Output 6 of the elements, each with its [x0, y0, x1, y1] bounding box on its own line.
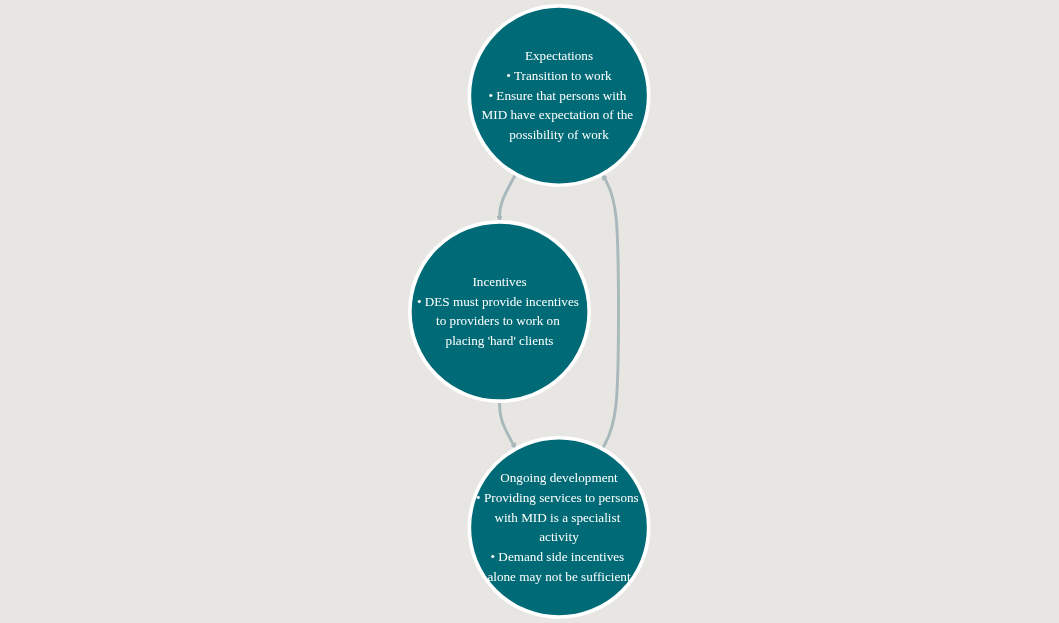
arrow: [496, 173, 518, 223]
arrow: [498, 401, 517, 450]
node-circle: Expectations • Transition to work • Ensure that persons with MID have expectation of the possibility of work: [467, 4, 651, 188]
node-circle: Ongoing development • Providing services to persons with MID is a specialist activity • Demand side incentives alone may not be sufficient: [467, 435, 651, 619]
arrow: [601, 173, 621, 450]
node-circle: Incentives • DES must provide incentives to providers to work on placing 'hard' clients: [408, 220, 592, 403]
